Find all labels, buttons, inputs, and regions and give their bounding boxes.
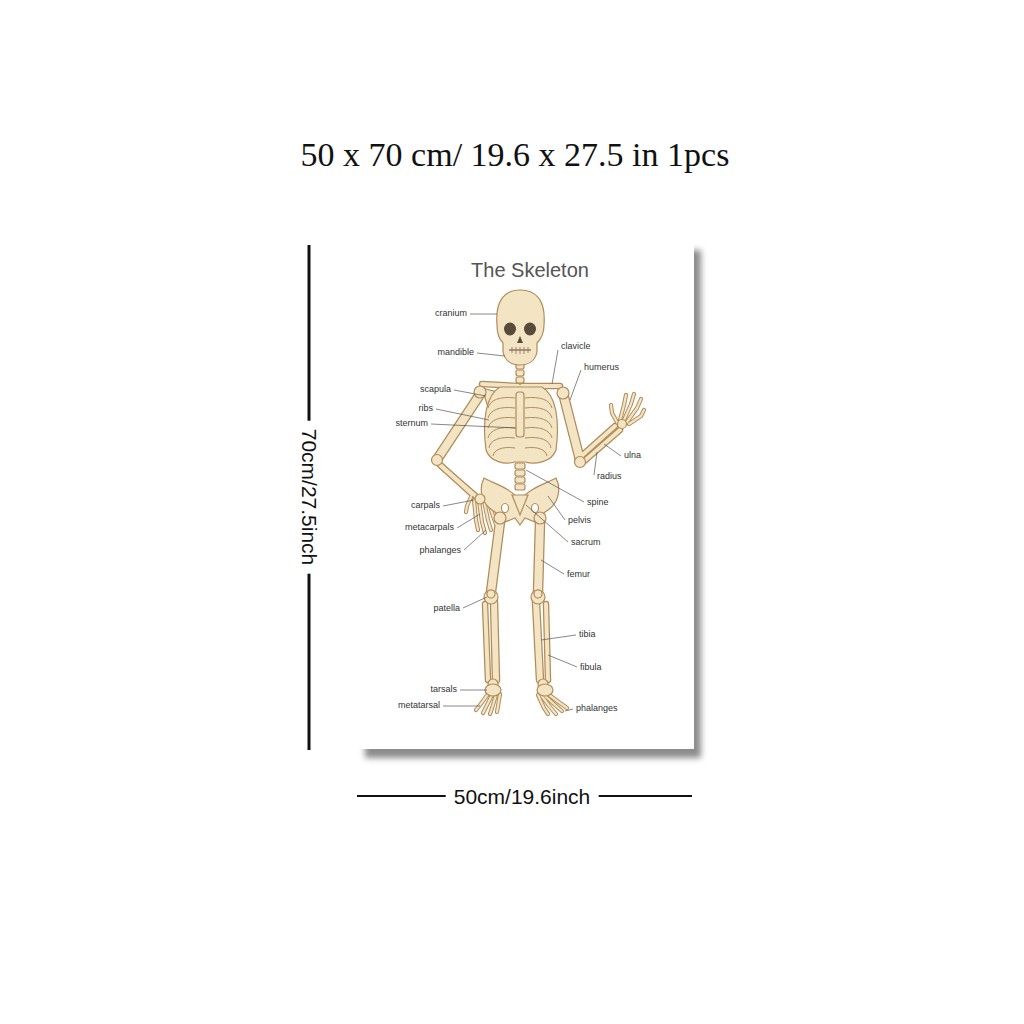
bone-label: ribs	[418, 404, 433, 414]
bone-label: sacrum	[571, 538, 601, 548]
bone-label: femur	[567, 570, 590, 580]
size-heading: 50 x 70 cm/ 19.6 x 27.5 in 1pcs	[301, 136, 730, 173]
skeleton-illustration	[358, 241, 694, 749]
bone-label: clavicle	[561, 342, 591, 352]
poster-sheet: The Skeleton cranium mandible clavicle humer…	[358, 241, 694, 749]
bone-label: phalanges	[576, 704, 618, 714]
bone-label: radius	[597, 472, 622, 482]
bone-shapes	[432, 290, 627, 696]
bone-label: phalanges	[419, 546, 461, 556]
bone-label: sternum	[395, 419, 428, 429]
bone-label: metatarsal	[398, 701, 440, 711]
bone-label: fibula	[580, 663, 602, 673]
dimension-label: 70cm/27.5inch	[297, 421, 320, 574]
bone-label: ulna	[624, 451, 641, 461]
dimension-label: 50cm/19.6inch	[446, 785, 599, 808]
bone-label: patella	[433, 604, 460, 614]
bones	[437, 384, 644, 714]
poster-title: The Skeleton	[471, 259, 589, 281]
bone-label: carpals	[411, 501, 440, 511]
bone-label: cranium	[435, 309, 467, 319]
leader-lines	[431, 314, 621, 711]
bone-label: tibia	[579, 630, 596, 640]
bone-label: scapula	[420, 385, 451, 395]
bone-label: spine	[587, 498, 609, 508]
rib-lines	[488, 397, 552, 456]
skull-features	[504, 323, 536, 355]
bone-label: pelvis	[568, 516, 591, 526]
bone-label: tarsals	[430, 685, 457, 695]
bone-label: metacarpals	[405, 523, 454, 533]
bone-label: mandible	[437, 348, 474, 358]
bone-label: humerus	[584, 363, 619, 373]
